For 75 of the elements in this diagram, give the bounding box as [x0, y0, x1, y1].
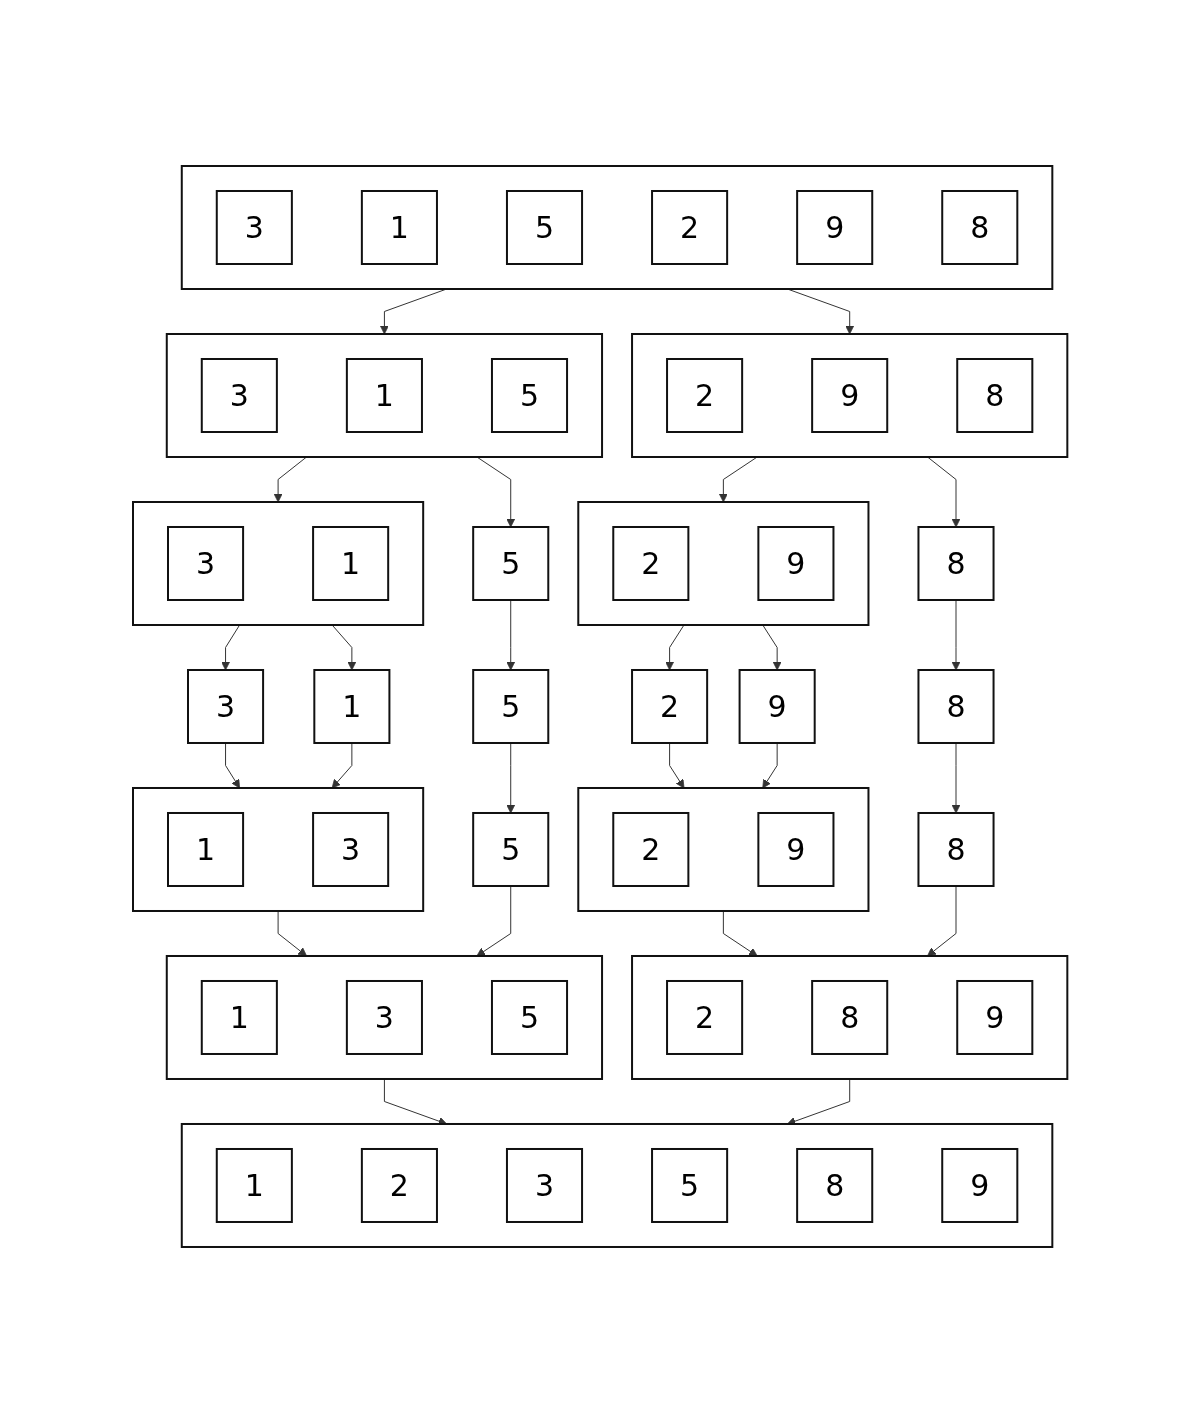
cluster [166, 332, 604, 458]
node-box: 5 [506, 189, 584, 265]
cluster [181, 1122, 1054, 1248]
arrow [669, 742, 685, 788]
node-box: 1 [216, 1147, 294, 1223]
node-box: 3 [216, 189, 294, 265]
node-box: 1 [361, 189, 439, 265]
node-box: 3 [312, 811, 390, 887]
node-box: 9 [811, 357, 889, 433]
arrow [951, 599, 961, 670]
node-box: 3 [506, 1147, 584, 1223]
node-box: 1 [312, 525, 390, 601]
cluster [631, 954, 1069, 1080]
node-box: 5 [651, 1147, 729, 1223]
node-box: 5 [491, 357, 569, 433]
node-box: 8 [941, 189, 1019, 265]
node-box: 3 [346, 979, 424, 1055]
arrow [506, 599, 516, 670]
arrow [274, 456, 308, 502]
arrow [277, 910, 308, 956]
node-box: 1 [201, 979, 279, 1055]
node-box: 3 [201, 357, 279, 433]
arrow [332, 742, 353, 788]
arrow [225, 742, 241, 788]
node-box: 9 [757, 525, 835, 601]
node-box: 9 [757, 811, 835, 887]
arrow [384, 1078, 448, 1125]
arrow [221, 624, 241, 670]
node-box: 2 [361, 1147, 439, 1223]
cluster [631, 332, 1069, 458]
node-box: 2 [612, 525, 690, 601]
arrow [762, 624, 782, 670]
node-box: 3 [167, 525, 245, 601]
arrow [927, 456, 961, 527]
node-box: 2 [631, 668, 709, 744]
arrow [476, 885, 512, 956]
node-box: 1 [346, 357, 424, 433]
node-box: 2 [612, 811, 690, 887]
node-box: 2 [666, 357, 744, 433]
arrow [719, 456, 759, 502]
cluster [577, 500, 870, 626]
cluster [181, 164, 1054, 290]
cluster [577, 786, 870, 912]
arrow [787, 288, 855, 334]
node-box: 5 [472, 525, 550, 601]
arrow [927, 885, 957, 956]
node-box: 1 [313, 668, 391, 744]
node-box: 1 [167, 811, 245, 887]
node-box: 8 [956, 357, 1034, 433]
node-box: 5 [472, 668, 550, 744]
node-box: 9 [796, 189, 874, 265]
node-box: 5 [472, 811, 550, 887]
arrow [723, 910, 758, 956]
cluster [132, 786, 425, 912]
arrow [787, 1078, 851, 1125]
node-box: 8 [796, 1147, 874, 1223]
node-box: 8 [917, 811, 995, 887]
node-box: 8 [917, 525, 995, 601]
arrow [762, 742, 778, 788]
node-box: 2 [651, 189, 729, 265]
node-box: 8 [811, 979, 889, 1055]
arrow [506, 742, 516, 813]
node-box: 9 [738, 668, 816, 744]
cluster [166, 954, 604, 1080]
node-box: 9 [941, 1147, 1019, 1223]
arrow [951, 742, 961, 813]
arrow [476, 456, 516, 527]
arrow [331, 624, 357, 670]
node-box: 8 [917, 668, 995, 744]
cluster [132, 500, 425, 626]
node-box: 3 [187, 668, 265, 744]
node-box: 9 [956, 979, 1034, 1055]
arrow [665, 624, 685, 670]
node-box: 5 [491, 979, 569, 1055]
node-box: 2 [666, 979, 744, 1055]
